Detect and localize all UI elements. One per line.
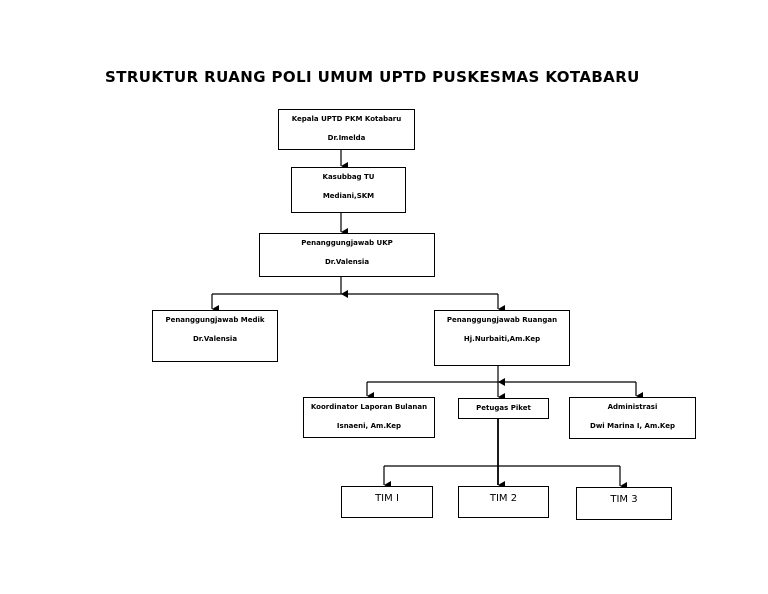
box-administrasi: Administrasi Dwi Marina I, Am.Kep xyxy=(569,397,696,439)
box-role: TIM 3 xyxy=(610,494,638,505)
box-tim-3: TIM 3 xyxy=(576,487,672,520)
box-tim-1: TIM I xyxy=(341,486,433,518)
box-name: Dwi Marina I, Am.Kep xyxy=(590,422,675,430)
box-petugas-piket: Petugas Piket xyxy=(458,398,549,419)
box-name: Dr.Valensia xyxy=(192,335,238,343)
box-name: Hj.Nurbaiti,Am.Kep xyxy=(463,335,541,343)
box-role: Penanggungjawab Ruangan xyxy=(446,316,558,324)
box-tim-2: TIM 2 xyxy=(458,486,549,518)
box-role: Administrasi xyxy=(607,403,658,411)
box-role: Penanggungjawab Medik xyxy=(165,316,265,324)
box-kepala: Kepala UPTD PKM Kotabaru Dr.Imelda xyxy=(278,109,415,150)
box-pj-ruangan: Penanggungjawab Ruangan Hj.Nurbaiti,Am.K… xyxy=(434,310,570,366)
box-name: Dr.Imelda xyxy=(327,134,366,142)
box-kasubbag: Kasubbag TU Mediani,SKM xyxy=(291,167,406,213)
box-name: Mediani,SKM xyxy=(322,192,375,200)
page-title: STRUKTUR RUANG POLI UMUM UPTD PUSKESMAS … xyxy=(105,68,640,86)
box-role: TIM 2 xyxy=(489,493,518,504)
box-koordinator: Koordinator Laporan Bulanan Isnaeni, Am.… xyxy=(303,397,435,438)
box-name: Isnaeni, Am.Kep xyxy=(336,422,402,430)
box-role: Kasubbag TU xyxy=(322,173,375,181)
box-role: Petugas Piket xyxy=(476,404,531,412)
box-name: Dr.Valensia xyxy=(324,258,370,266)
box-pj-medik: Penanggungjawab Medik Dr.Valensia xyxy=(152,310,278,362)
box-role: Penanggungjawab UKP xyxy=(301,239,393,247)
box-role: TIM I xyxy=(375,493,399,504)
box-role: Koordinator Laporan Bulanan xyxy=(310,403,428,411)
box-pj-ukp: Penanggungjawab UKP Dr.Valensia xyxy=(259,233,435,277)
box-role: Kepala UPTD PKM Kotabaru xyxy=(291,115,402,123)
